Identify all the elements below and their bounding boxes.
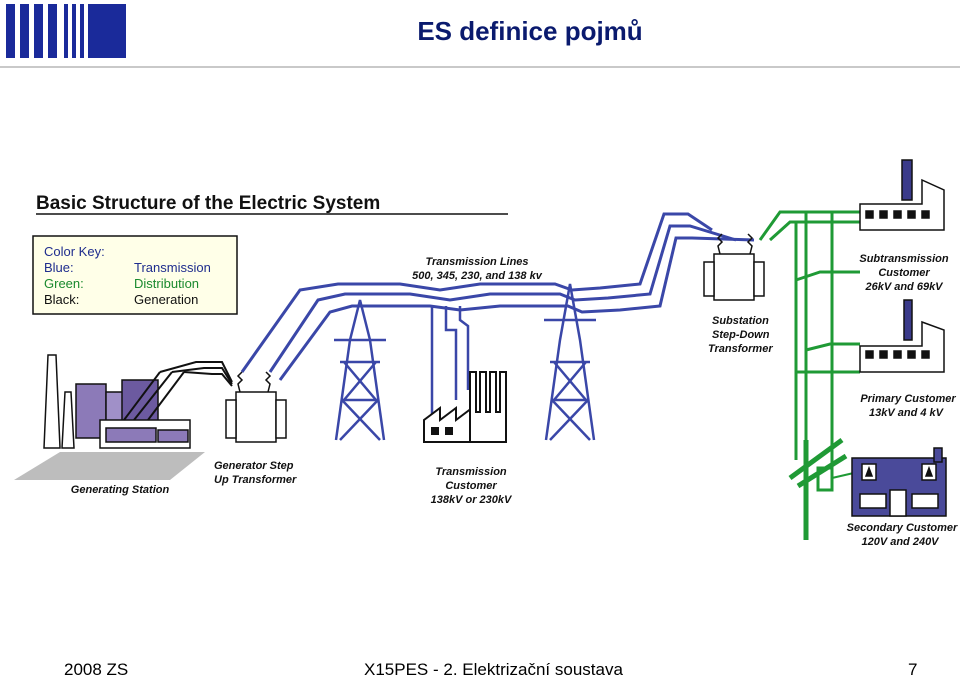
label-primary-customer: Primary Customer 13kV and 4 kV [860,393,956,419]
transmission-tower-2 [544,283,596,441]
svg-text:Generating Station: Generating Station [71,484,170,496]
label-substation: Substation Step-Down Transformer [708,315,773,355]
color-key-black-name: Black: [44,292,79,307]
svg-text:Subtransmission: Subtransmission [859,253,949,265]
subtransmission-customer-factory-icon [859,159,945,231]
footer-term: 2008 ZS [64,660,129,679]
generating-station-icon [43,354,191,449]
transmission-tower-1 [334,299,386,441]
transmission-customer-factory-icon [423,371,507,443]
page-title: ES definice pojmů [417,16,643,46]
svg-text:Transmission: Transmission [435,466,507,478]
distribution-pole-icon [788,437,859,540]
svg-text:Substation: Substation [712,315,769,327]
label-transmission-lines: Transmission Lines 500, 345, 230, and 13… [412,256,543,282]
footer-page-number: 7 [908,660,918,679]
svg-text:Transformer: Transformer [708,343,773,355]
ground-shadow [14,452,205,480]
label-generator-step-up: Generator Step Up Transformer [214,460,297,486]
generator-to-transformer-lines [159,361,233,387]
color-key-green-value: Distribution [134,276,199,291]
svg-text:Customer: Customer [445,480,497,492]
color-key-blue-value: Transmission [134,260,211,275]
step-up-transformer-icon [225,371,287,443]
color-key-heading: Color Key: [44,244,105,259]
svg-text:26kV and 69kV: 26kV and 69kV [864,281,944,293]
svg-text:Step-Down: Step-Down [712,329,770,341]
svg-text:Up Transformer: Up Transformer [214,474,297,486]
svg-text:Transmission Lines: Transmission Lines [425,256,528,268]
secondary-customer-house-icon [851,447,947,517]
title-divider [0,66,960,68]
svg-text:Secondary Customer: Secondary Customer [847,522,958,534]
color-key-green-name: Green: [44,276,84,291]
substation-transformer-icon [703,233,765,301]
svg-text:138kV or 230kV: 138kV or 230kV [431,494,513,506]
transmission-lines [240,212,755,381]
svg-text:13kV and 4 kV: 13kV and 4 kV [869,407,945,419]
university-logo [6,4,126,58]
svg-text:Generator Step: Generator Step [214,460,294,472]
label-subtransmission-customer: Subtransmission Customer 26kV and 69kV [859,253,949,293]
color-key-black-value: Generation [134,292,198,307]
electric-system-diagram: Basic Structure of the Electric System C… [14,159,958,548]
label-secondary-customer: Secondary Customer 120V and 240V [847,522,958,548]
color-key-blue-name: Blue: [44,260,74,275]
diagram-title: Basic Structure of the Electric System [36,193,380,214]
label-transmission-customer: Transmission Customer 138kV or 230kV [431,466,513,506]
svg-text:Customer: Customer [878,267,930,279]
svg-text:500, 345, 230, and 138 kv: 500, 345, 230, and 138 kv [412,270,543,282]
color-key: Color Key: Blue: Transmission Green: Dis… [32,235,238,315]
primary-customer-factory-icon [859,299,945,373]
svg-text:Primary Customer: Primary Customer [860,393,956,405]
footer-course: X15PES - 2. Elektrizační soustava [364,660,623,679]
distribution-lines [758,210,860,476]
label-generating-station: Generating Station [71,484,170,496]
svg-text:120V and 240V: 120V and 240V [861,536,940,548]
